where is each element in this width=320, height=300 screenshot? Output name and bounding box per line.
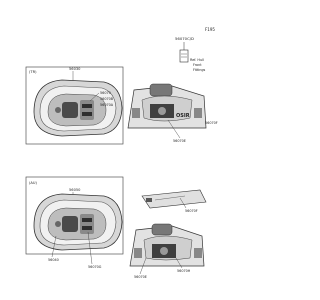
part-56070b: 56070B bbox=[100, 97, 114, 101]
part-56070f: 56070F bbox=[205, 121, 218, 125]
hull-top-view-tr bbox=[33, 79, 123, 137]
rear-view-au bbox=[129, 223, 205, 267]
part-56070e: 56070E bbox=[173, 139, 186, 143]
section-tr-tag: (TR) bbox=[29, 70, 37, 74]
part-56070a: 56070A bbox=[100, 103, 114, 107]
part-56070e-au: 56070E bbox=[134, 275, 147, 279]
part-56070f-au: 56070F bbox=[185, 209, 198, 213]
callout-56070cd: 56070C/D bbox=[175, 36, 194, 41]
part-56030: 56030 bbox=[69, 67, 81, 71]
label-sticker-icon bbox=[179, 49, 189, 63]
parts-diagram: F195 56070C/D Ref. Hull Front Fittings (… bbox=[25, 27, 218, 279]
ref-note-line1: Ref. Hull bbox=[190, 58, 204, 62]
section-au-tag: (AU) bbox=[29, 181, 37, 185]
part-56070g: 56070G bbox=[88, 265, 102, 269]
section-tr-frame bbox=[25, 66, 124, 145]
ref-note-line2: Front bbox=[193, 63, 202, 67]
part-56050: 56050 bbox=[69, 188, 81, 192]
section-au-frame bbox=[25, 176, 124, 255]
part-56070: 56070 bbox=[100, 91, 111, 95]
rear-view-tr: OSIR bbox=[127, 83, 207, 129]
svg-text:OSIR: OSIR bbox=[176, 113, 190, 119]
hull-top-view-au bbox=[33, 193, 123, 251]
page-code: F195 bbox=[205, 27, 215, 32]
part-56040: 56040 bbox=[48, 258, 59, 262]
side-detail-au bbox=[141, 189, 207, 209]
part-56070h: 56070H bbox=[177, 269, 191, 273]
ref-note-line3: Fittings bbox=[193, 68, 206, 72]
